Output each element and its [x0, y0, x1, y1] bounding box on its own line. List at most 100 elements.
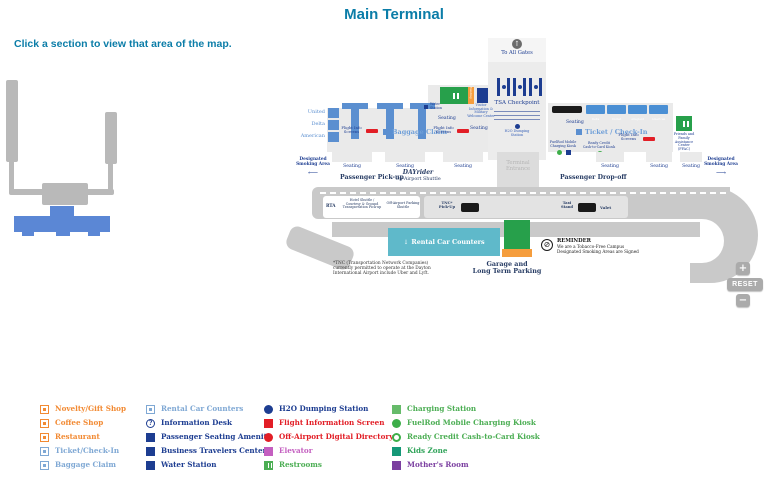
legend-item: Ticket/Check-In [40, 444, 126, 458]
vending-strip: Vending [468, 87, 474, 104]
ready-credit-kiosk-icon [392, 432, 401, 442]
information-desk-icon: ? [146, 418, 155, 428]
right-arrow-icon: ⟶ [715, 169, 727, 177]
restrooms-icon [440, 87, 468, 104]
h2o-dumping-icon [264, 404, 273, 414]
legend-label: H2O Dumping Station [279, 404, 369, 414]
zoom-out-button[interactable]: − [736, 294, 750, 307]
airline-button[interactable]: American [649, 105, 668, 121]
legend-item: Business Travelers Center [146, 444, 271, 458]
elevator-icon [264, 446, 273, 456]
legend-item: H2O Dumping Station [264, 402, 393, 416]
terminal-entrance-section[interactable] [497, 152, 539, 192]
airline-counter [328, 132, 339, 142]
ticket-checkin-group: Ticket / Check-In [576, 128, 648, 137]
no-smoking-icon: ⊘ [541, 239, 553, 251]
airline-label-american: American [300, 133, 325, 139]
taxi-stand-sign [578, 203, 596, 212]
minimap-road-left [6, 80, 18, 162]
skywalk-label: Skywalk [508, 260, 526, 265]
legend-item: Restaurant [40, 430, 126, 444]
rental-car-counters-label: Rental Car Counters [411, 238, 485, 246]
business-travelers-icon [146, 446, 155, 456]
legend-label: Restrooms [279, 460, 322, 470]
tnc-footnote: *TNC (Transportation Network Companies) … [333, 261, 431, 276]
rta-label: RTA [326, 203, 336, 208]
legend-label: Elevator [279, 446, 313, 456]
taxi-stand-label: Taxi Stand [560, 201, 573, 210]
water-station-icon [424, 105, 428, 109]
hotel-shuttle-label: Hotel Shuttle / Courtesy & Ground Transp… [342, 198, 382, 210]
legend-label: Novelty/Gift Shop [55, 404, 126, 414]
minimap-terminal-bump [22, 232, 34, 236]
ffac-label: Friends and Family Assistance Center (FF… [673, 132, 695, 152]
legend-item: Water Station [146, 458, 271, 472]
minimap-terminal-stub [50, 206, 74, 218]
coffee-shop-icon [40, 418, 49, 428]
off-airport-shuttle-label: Off-Airport Parking Shuttle [386, 201, 420, 209]
page-title: Main Terminal [344, 6, 444, 23]
charging-station-icon [392, 404, 401, 414]
flight-info-display [552, 106, 582, 113]
rental-car-counters-bar[interactable]: ↓ Rental Car Counters [388, 228, 500, 256]
airline-button[interactable]: United [607, 105, 626, 121]
designated-smoking-left-label: Designated Smoking Area [296, 157, 330, 167]
flight-info-screen-icon [643, 137, 655, 141]
airline-button-label: United [611, 117, 622, 121]
legend-label: Charging Station [407, 404, 477, 414]
legend: Novelty/Gift Shop Coffee Shop Restaurant… [0, 402, 768, 480]
mothers-room-icon [392, 460, 401, 470]
flight-info-screen-icon [457, 129, 469, 133]
legend-item: Novelty/Gift Shop [40, 402, 126, 416]
water-station-icon [566, 150, 571, 155]
legend-label: Ready Credit Cash-to-Card Kiosk [407, 432, 540, 442]
reset-button[interactable]: RESET [727, 278, 763, 291]
up-arrow-icon: ↑ [512, 39, 522, 49]
ffac-icon [676, 116, 692, 131]
legend-item: Passenger Seating Amenity [146, 430, 271, 444]
road-curve-inner [676, 219, 724, 263]
fuelrod-kiosk-icon [392, 418, 401, 428]
flight-info-screens-label: Flight Info Screens [433, 125, 454, 135]
legend-column-2: Rental Car Counters ? Information Desk P… [146, 402, 271, 472]
ticket-checkin-icon [40, 446, 49, 456]
ticket-checkin-map-label: Ticket / Check-In [585, 128, 648, 136]
legend-label: Kids Zone [407, 446, 448, 456]
passenger-dropoff-label: Passenger Drop-off [560, 174, 627, 181]
legend-item: ? Information Desk [146, 416, 271, 430]
dayrider-label: DAYrider [402, 169, 434, 176]
legend-label: Information Desk [161, 418, 232, 428]
valet-label: Valet [600, 205, 612, 210]
airline-label-delta: Delta [311, 121, 325, 127]
flight-info-screen-icon [264, 418, 273, 428]
seating-label: Seating [650, 164, 668, 169]
restrooms-icon [264, 460, 273, 470]
restaurant-icon [40, 432, 49, 442]
flight-info-screens-label: Flight Info Screens [341, 125, 362, 135]
airline-counter [328, 120, 339, 130]
skywalk-tag: Skywalk [502, 249, 532, 265]
minimap-entrance-block [42, 183, 88, 205]
seating-label: Seating [454, 164, 472, 169]
legend-label: Restaurant [55, 432, 100, 442]
airline-button[interactable]: Delta [586, 105, 605, 121]
legend-item: FuelRod Mobile Charging Kiosk [392, 416, 540, 430]
legend-item: Off-Airport Digital Directory [264, 430, 393, 444]
airline-button-label: Delta [591, 117, 600, 121]
airline-label-united: United [307, 109, 325, 115]
left-arrow-icon: ⟵ [307, 169, 319, 177]
airline-button[interactable]: Allegiant [628, 105, 647, 121]
legend-label: Mother's Room [407, 460, 469, 470]
legend-item: Flight Information Screen [264, 416, 393, 430]
airline-button-label: Allegiant [631, 117, 644, 121]
baggage-claim-group: Baggage Claim [383, 128, 453, 137]
zoom-in-button[interactable]: + [736, 262, 750, 275]
legend-column-3: H2O Dumping Station Flight Information S… [264, 402, 393, 472]
seating-label: Seating [566, 120, 584, 125]
passenger-pickup-label: Passenger Pick-up [340, 174, 404, 181]
to-all-gates-label: To All Gates [501, 50, 533, 56]
legend-item: Elevator [264, 444, 393, 458]
seating-label: Seating [343, 164, 361, 169]
designated-smoking-right-label: Designated Smoking Area [704, 157, 738, 167]
